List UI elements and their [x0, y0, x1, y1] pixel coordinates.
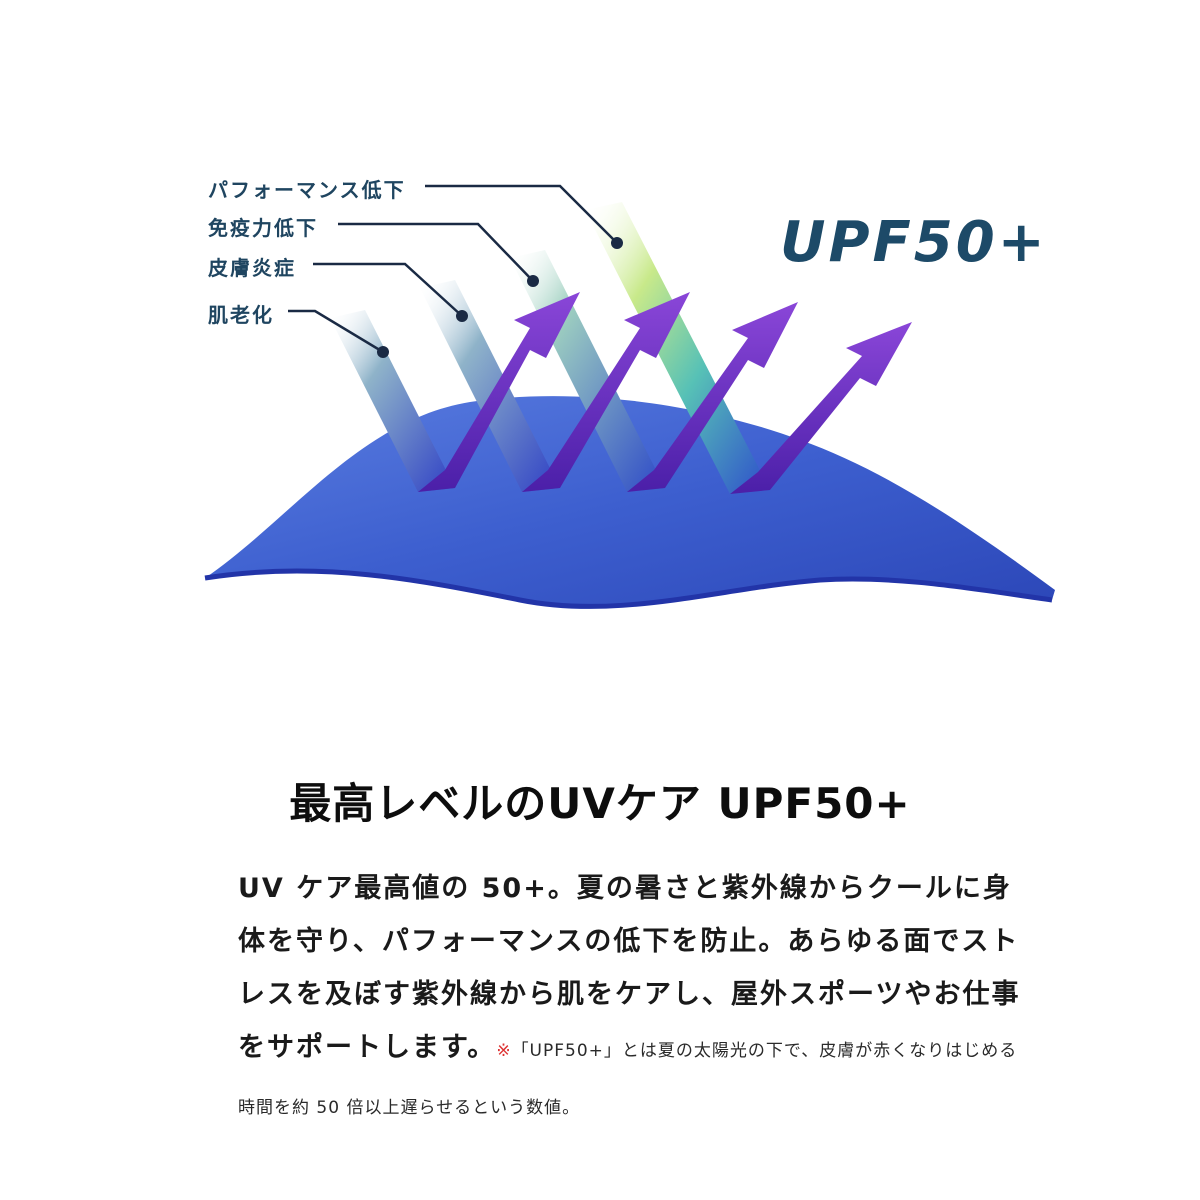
footnote-mark: ※: [496, 1041, 512, 1061]
leader-line-2: [338, 222, 534, 282]
reflected-arrow-1: [418, 292, 580, 492]
footnote-text: 「UPF50+」とは夏の太陽光の下で、皮膚が赤くなりはじめる時間を約 50 倍以…: [238, 1041, 1018, 1118]
fabric-edge: [204, 568, 1053, 609]
uv-reflection-illustration: [204, 184, 1055, 609]
footnote: ※「UPF50+」とは夏の太陽光の下で、皮膚が赤くなりはじめる時間を約 50 倍…: [238, 1041, 1017, 1118]
uv-ray-2: [420, 280, 560, 492]
upf-badge: UPF50+: [780, 210, 1048, 275]
label-skin-aging: 肌老化: [208, 303, 274, 327]
label-skin-inflammation: 皮膚炎症: [208, 256, 296, 280]
leader-lines: [288, 184, 618, 354]
leader-line-3: [313, 262, 463, 317]
description: UV ケア最高値の 50+。夏の暑さと紫外線からクールに身体を守り、パフォーマン…: [238, 862, 1028, 1135]
reflected-arrows: [418, 292, 912, 494]
leader-line-1: [425, 184, 618, 244]
headline: 最高レベルのUVケア UPF50+: [289, 779, 911, 828]
reflected-arrow-4: [730, 322, 912, 494]
leader-line-4: [288, 309, 384, 354]
leader-dots: [377, 237, 623, 358]
label-performance-drop: パフォーマンス低下: [208, 178, 406, 202]
reflected-arrow-2: [522, 292, 690, 492]
label-immunity-drop: 免疫力低下: [208, 216, 318, 240]
uv-ray-4: [585, 202, 770, 494]
uv-ray-1: [330, 310, 455, 492]
reflected-arrow-3: [627, 302, 798, 492]
description-body: UV ケア最高値の 50+。夏の暑さと紫外線からクールに身体を守り、パフォーマン…: [238, 873, 1021, 1063]
